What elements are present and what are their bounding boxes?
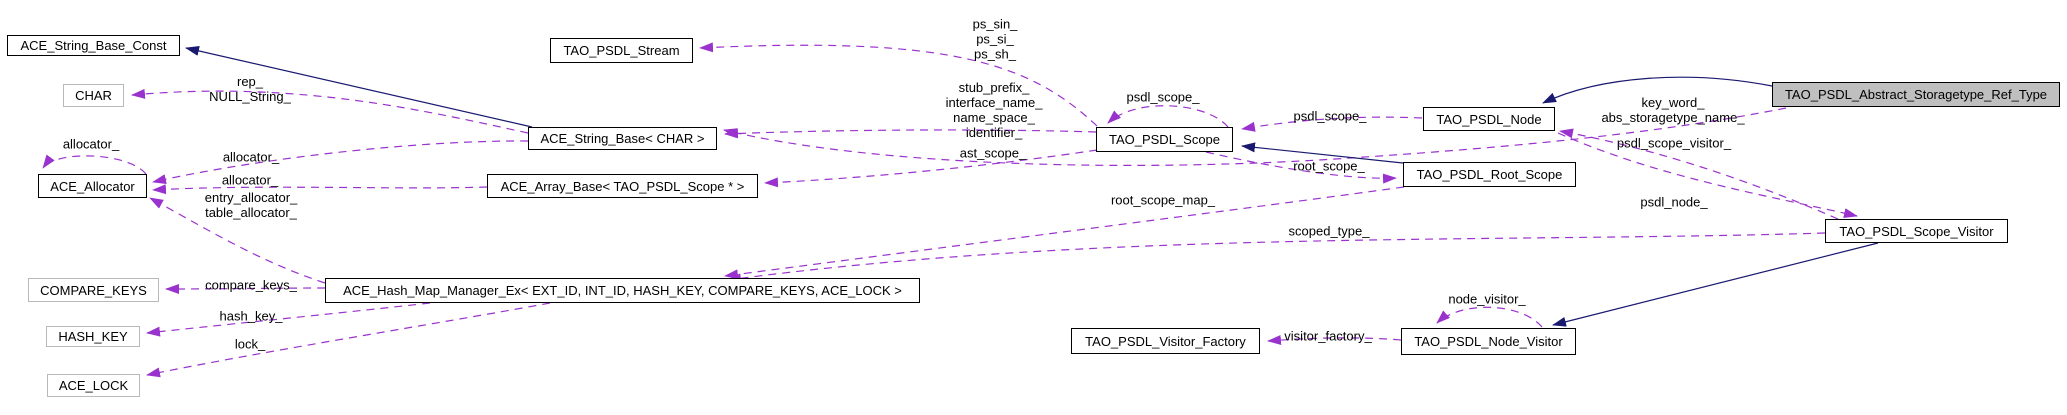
- class-box-allocator[interactable]: ACE_Allocator: [38, 174, 147, 198]
- class-box-scope[interactable]: TAO_PSDL_Scope: [1096, 127, 1233, 152]
- edge-label-alloc-self: allocator_: [62, 136, 120, 152]
- edge-node-vis-self-uses: [1436, 306, 1543, 328]
- edge-label-compare: compare_keys_: [205, 277, 297, 293]
- edge-label-rep: rep_ NULL_String_: [209, 74, 291, 104]
- edge-psdl-node-uses: [1559, 128, 1839, 220]
- edge-label-stub: stub_prefix_ interface_name_ name_space_…: [945, 80, 1043, 140]
- edge-ast-uses: [764, 149, 1098, 188]
- edge-inh-strbase-inherits: [185, 46, 533, 128]
- edge-root-scope-uses: [1205, 151, 1397, 184]
- edge-label-ps: ps_sin_ ps_si_ ps_sh_: [972, 16, 1018, 62]
- edge-label-alloc-arr: allocator_: [221, 172, 279, 188]
- edge-label-key-word: key_word_ abs_storagetype_name_: [1601, 95, 1745, 125]
- edge-alloc-hash-uses: [149, 197, 326, 284]
- edge-label-lock: lock_: [234, 336, 266, 352]
- edge-alloc-self-uses: [42, 154, 147, 175]
- edge-inh-nodevis-inherits: [1552, 242, 1879, 327]
- class-box-stream[interactable]: TAO_PSDL_Stream: [550, 38, 693, 63]
- edge-ps-uses: [699, 42, 1098, 127]
- class-box-node[interactable]: TAO_PSDL_Node: [1423, 107, 1555, 131]
- class-box-node-visitor[interactable]: TAO_PSDL_Node_Visitor: [1401, 328, 1576, 355]
- edge-label-scope-self: psdl_scope_: [1126, 89, 1200, 105]
- class-box-hash-key[interactable]: HASH_KEY: [46, 326, 140, 347]
- edge-label-vis-factory: visitor_factory_: [1284, 328, 1372, 344]
- edge-label-ast: ast_scope_: [959, 145, 1027, 161]
- edge-root-scope-map-uses: [724, 186, 1405, 280]
- edge-alloc-arr-uses: [152, 184, 488, 195]
- edge-label-node-vis-self: node_visitor_: [1448, 291, 1526, 307]
- class-box-hash-map[interactable]: ACE_Hash_Map_Manager_Ex< EXT_ID, INT_ID,…: [325, 278, 920, 303]
- edge-compare-uses: [165, 283, 326, 294]
- edge-scope-vis-uses: [1557, 132, 1858, 218]
- class-box-str-const[interactable]: ACE_String_Base_Const: [7, 35, 180, 56]
- edge-rep-uses: [131, 88, 529, 134]
- class-box-abstract[interactable]: TAO_PSDL_Abstract_Storagetype_Ref_Type: [1772, 82, 2060, 107]
- edge-label-psdl-scope: psdl_scope_: [1293, 108, 1367, 124]
- edge-label-alloc-str: allocator_: [222, 149, 280, 165]
- class-box-compare-keys[interactable]: COMPARE_KEYS: [28, 278, 159, 302]
- class-box-string-base[interactable]: ACE_String_Base< CHAR >: [528, 127, 717, 150]
- edge-hashkey-uses: [146, 302, 431, 337]
- edge-label-hashkey: hash_key_: [219, 308, 283, 324]
- edge-inh-rootscope-inherits: [1241, 142, 1404, 164]
- edge-stub-uses: [724, 128, 1097, 139]
- edge-label-root-scope-map: root_scope_map_: [1110, 192, 1216, 208]
- edge-label-scoped-type: scoped_type_: [1288, 223, 1370, 239]
- edge-psdl-scope-uses: [1241, 116, 1423, 132]
- edge-label-psdl-node: psdl_node_: [1640, 194, 1708, 210]
- class-box-char[interactable]: CHAR: [63, 84, 124, 107]
- class-box-ace-lock[interactable]: ACE_LOCK: [47, 374, 140, 397]
- class-box-array-base[interactable]: ACE_Array_Base< TAO_PSDL_Scope * >: [487, 174, 758, 198]
- edge-scoped-type-uses: [727, 232, 1826, 284]
- edge-vis-factory-uses: [1267, 335, 1402, 345]
- edge-label-alloc-hash: entry_allocator_ table_allocator_: [204, 190, 298, 220]
- edge-scope-self-uses: [1107, 105, 1229, 128]
- edge-lock-uses: [146, 302, 551, 378]
- edge-label-scope-vis: psdl_scope_visitor_: [1616, 135, 1732, 151]
- edge-alloc-str-uses: [152, 140, 529, 185]
- edge-inh-abstract-inherits: [1542, 76, 1773, 104]
- class-box-visitor-factory[interactable]: TAO_PSDL_Visitor_Factory: [1071, 328, 1260, 354]
- class-box-root-scope[interactable]: TAO_PSDL_Root_Scope: [1403, 162, 1576, 187]
- class-box-scope-visitor[interactable]: TAO_PSDL_Scope_Visitor: [1825, 219, 2008, 243]
- edge-label-root-scope: root_scope_: [1293, 158, 1365, 174]
